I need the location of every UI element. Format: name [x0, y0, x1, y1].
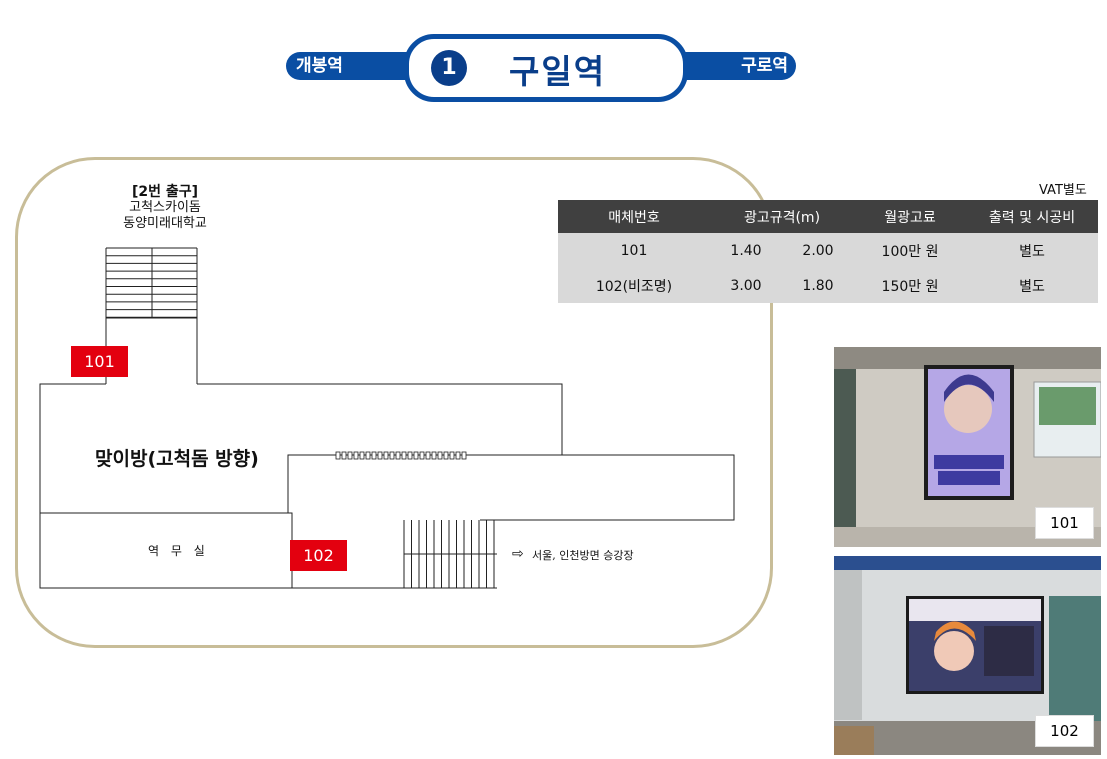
ticket-gate: [401, 451, 407, 460]
station-sign: 개봉역 구로역 1 구일역: [286, 34, 796, 102]
ticket-gate: [449, 451, 455, 460]
col-monthly-fee: 월광고료: [854, 200, 966, 233]
media-number: 101: [558, 233, 710, 268]
monthly-fee: 150만 원: [854, 268, 966, 303]
ticket-gate: [365, 451, 371, 460]
station-office-label: 역 무 실: [148, 544, 209, 558]
ticket-gate: [377, 451, 383, 460]
hall-outline: [39, 383, 293, 589]
exit-destination-1: 고척스카이돔: [129, 200, 201, 215]
platform-label: 서울, 인천방면 승강장: [532, 549, 634, 562]
map-frame: [15, 157, 773, 648]
exit-stairs: [106, 247, 197, 319]
photo-label-101: 101: [1035, 507, 1094, 539]
ad-height: 1.80: [782, 268, 854, 303]
prev-station: 개봉역: [296, 56, 343, 76]
exit-destination-2: 동양미래대학교: [123, 216, 207, 231]
ticket-gate: [353, 451, 359, 460]
ticket-gate: [335, 451, 341, 460]
ad-location-101: 101: [71, 346, 128, 377]
sign-center: 1 구일역: [404, 34, 688, 102]
ticket-gate: [371, 451, 377, 460]
ticket-gate: [383, 451, 389, 460]
photo-label-102: 102: [1035, 715, 1094, 747]
exit-title: [2번 출구]: [131, 184, 199, 200]
ticket-gate: [455, 451, 461, 460]
corridor-outline: [287, 454, 735, 521]
ad-photo-102-image: [834, 556, 1101, 755]
ticket-gate: [341, 451, 347, 460]
ticket-gate: [419, 451, 425, 460]
ticket-gate: [443, 451, 449, 460]
hall-right-wall: [197, 383, 563, 455]
station-name: 구일역: [509, 52, 607, 91]
platform-stairs: [403, 520, 497, 588]
ad-height: 2.00: [782, 233, 854, 268]
ad-photo-101-image: [834, 347, 1101, 547]
media-number: 102(비조명): [558, 268, 710, 303]
price-table: 매체번호 광고규격(m) 월광고료 출력 및 시공비 101 1.40 2.00…: [558, 200, 1098, 303]
ticket-gate: [347, 451, 353, 460]
table-row: 102(비조명) 3.00 1.80 150만 원 별도: [558, 268, 1098, 303]
line-number-badge: 1: [431, 50, 467, 86]
production-cost: 별도: [966, 268, 1098, 303]
ticket-gate: [461, 451, 467, 460]
table-header-row: 매체번호 광고규격(m) 월광고료 출력 및 시공비: [558, 200, 1098, 233]
ticket-gate: [407, 451, 413, 460]
ticket-gate: [431, 451, 437, 460]
ad-width: 3.00: [710, 268, 782, 303]
production-cost: 별도: [966, 233, 1098, 268]
next-station: 구로역: [741, 56, 788, 76]
ad-photo-101: 101: [834, 347, 1101, 547]
col-production-cost: 출력 및 시공비: [966, 200, 1098, 233]
ticket-gate: [389, 451, 395, 460]
ticket-gate: [395, 451, 401, 460]
vat-note: VAT별도: [1039, 183, 1087, 198]
lobby-label: 맞이방(고척돔 방향): [95, 448, 259, 470]
exit-label: [2번 출구] 고척스카이돔 동양미래대학교: [60, 184, 270, 232]
ticket-gate: [359, 451, 365, 460]
ticket-gates: [335, 451, 467, 460]
monthly-fee: 100만 원: [854, 233, 966, 268]
arrow-right-icon: ⇨: [512, 546, 524, 562]
ad-width: 1.40: [710, 233, 782, 268]
ticket-gate: [425, 451, 431, 460]
ticket-gate: [437, 451, 443, 460]
col-media-number: 매체번호: [558, 200, 710, 233]
sign-bar-left: [286, 52, 426, 80]
table-row: 101 1.40 2.00 100만 원 별도: [558, 233, 1098, 268]
ticket-gate: [413, 451, 419, 460]
ad-photo-102: 102: [834, 556, 1101, 755]
col-ad-size: 광고규격(m): [710, 200, 854, 233]
ad-location-102: 102: [290, 540, 347, 571]
